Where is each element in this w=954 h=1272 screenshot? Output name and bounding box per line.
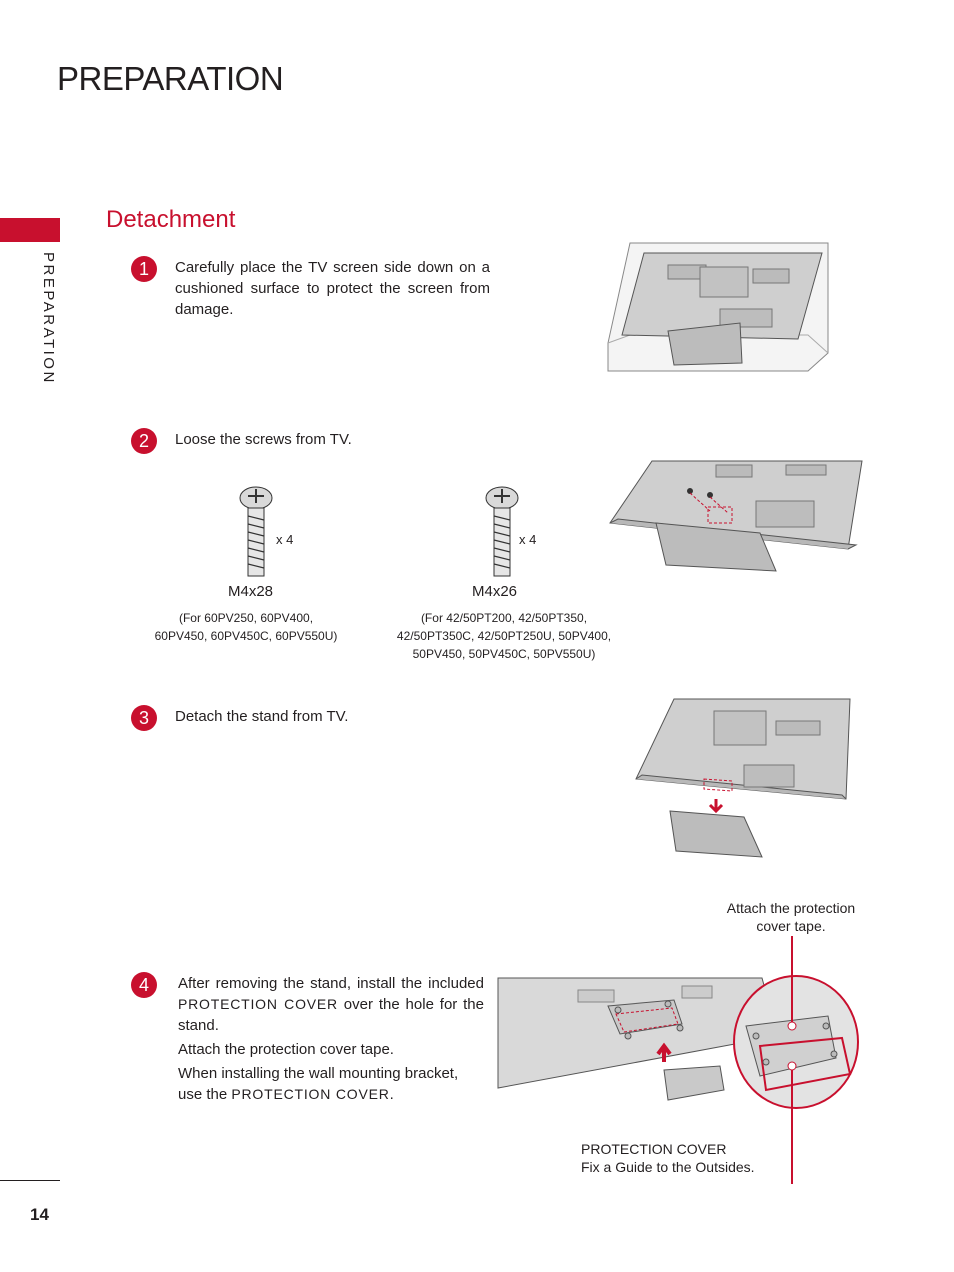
footer-rule — [0, 1180, 60, 1181]
protection-cover-term: PROTECTION COVER — [178, 996, 338, 1012]
page-title: PREPARATION — [57, 60, 284, 97]
screw-models: (For 42/50PT200, 42/50PT350, 42/50PT350C… — [396, 611, 612, 661]
callout-attach-tape: Attach the protection cover tape. — [726, 900, 856, 934]
step-2-text: Loose the screws from TV. — [175, 431, 352, 448]
screw-quantity: x 4 — [519, 532, 537, 547]
screw-size-label: M4x28 — [228, 583, 274, 600]
illustration-detach-stand — [635, 698, 851, 858]
screw-quantity: x 4 — [276, 532, 294, 547]
side-tab-label: PREPARATION — [40, 252, 57, 385]
page-number: 14 — [30, 1205, 49, 1224]
step-2-badge: 2 — [131, 428, 157, 454]
illustration-remove-screws — [609, 460, 863, 572]
screw-models: (For 60PV250, 60PV400, 60PV450, 60PV450C… — [154, 611, 338, 643]
screw-icon — [239, 486, 273, 577]
protection-cover-term: PROTECTION COVER — [231, 1086, 390, 1102]
step-4-note-tape: Attach the protection cover tape. — [178, 1041, 394, 1058]
step-4-text: After removing the stand, install the in… — [178, 975, 484, 1034]
section-title: Detachment — [106, 206, 236, 233]
step-4-note-bracket: When installing the wall mounting bracke… — [178, 1065, 459, 1103]
side-tab-marker — [0, 218, 60, 242]
step-3-text: Detach the stand from TV. — [175, 708, 349, 725]
screw-size-label: M4x26 — [472, 583, 518, 600]
step-1-badge: 1 — [131, 256, 157, 282]
screw-icon — [485, 486, 519, 577]
step-3-badge: 3 — [131, 705, 157, 731]
step-4-badge: 4 — [131, 972, 157, 998]
illustration-tv-on-cushion — [607, 242, 829, 372]
illustration-install-protection-cover — [497, 936, 859, 1184]
callout-protection-cover: PROTECTION COVER Fix a Guide to the Outs… — [581, 1141, 755, 1175]
step-1-text: Carefully place the TV screen side down … — [175, 259, 490, 318]
